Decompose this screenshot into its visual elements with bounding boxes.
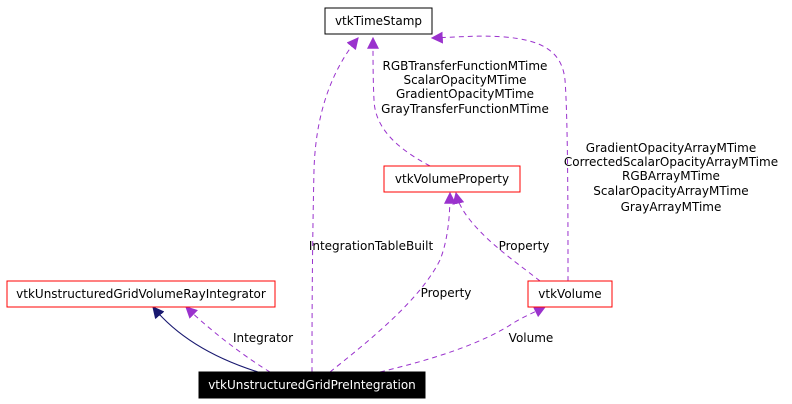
- edge-label-line: ScalarOpacityArrayMTime: [593, 184, 748, 198]
- edge-label-line: CorrectedScalarOpacityArrayMTime: [564, 155, 778, 169]
- node-ray-integrator[interactable]: vtkUnstructuredGridVolumeRayIntegrator: [6, 280, 276, 308]
- label-property-to-timestamp: RGBTransferFunctionMTime ScalarOpacityMT…: [381, 59, 549, 116]
- edge-pre-to-timestamp: [311, 37, 359, 373]
- edge-label-line: GrayArrayMTime: [621, 200, 722, 214]
- edge-label-line: GradientOpacityArrayMTime: [586, 141, 756, 155]
- edge-volume-to-timestamp: [430, 31, 569, 282]
- node-pre-integration[interactable]: vtkUnstructuredGridPreIntegration: [198, 371, 426, 399]
- edge-inheritance: [152, 306, 259, 373]
- node-timestamp[interactable]: vtkTimeStamp: [324, 7, 433, 35]
- label-volume-to-timestamp: GradientOpacityArrayMTime CorrectedScala…: [564, 141, 778, 214]
- node-volume[interactable]: vtkVolume: [527, 280, 613, 308]
- node-volume-property[interactable]: vtkVolumeProperty: [383, 165, 521, 193]
- edge-pre-to-property: [329, 191, 456, 373]
- edge-pre-to-integrator: [185, 306, 271, 373]
- label-pre-to-property: Property: [421, 286, 472, 300]
- edge-pre-to-volume: [379, 306, 547, 373]
- edge-label-line: RGBTransferFunctionMTime: [383, 59, 548, 73]
- node-ray-integrator-label: vtkUnstructuredGridVolumeRayIntegrator: [16, 287, 266, 301]
- edge-volume-to-property: [452, 191, 541, 282]
- node-volume-property-label: vtkVolumeProperty: [395, 172, 509, 186]
- label-volume-to-property: Property: [499, 239, 550, 253]
- edge-label-line: ScalarOpacityMTime: [403, 73, 526, 87]
- edge-label-line: GradientOpacityMTime: [396, 87, 534, 101]
- edge-label-line: RGBArrayMTime: [622, 169, 720, 183]
- edge-label-line: GrayTransferFunctionMTime: [381, 102, 549, 116]
- node-volume-label: vtkVolume: [538, 287, 601, 301]
- node-pre-integration-label: vtkUnstructuredGridPreIntegration: [208, 378, 416, 392]
- edge-property-to-timestamp: [367, 36, 431, 167]
- label-pre-to-volume: Volume: [509, 331, 554, 345]
- label-pre-to-integrator: Integrator: [233, 331, 293, 345]
- node-timestamp-label: vtkTimeStamp: [335, 14, 422, 28]
- label-pre-to-timestamp: IntegrationTableBuilt: [309, 239, 434, 253]
